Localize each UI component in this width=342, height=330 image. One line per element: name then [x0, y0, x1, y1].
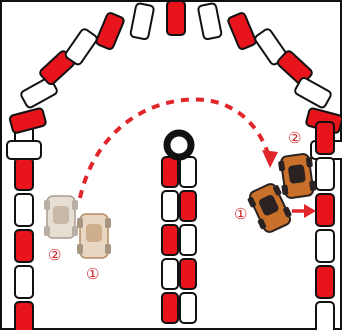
label-right-front: ① [234, 205, 247, 223]
barrier-right-21 [316, 122, 334, 154]
tire-icon [167, 133, 191, 157]
barrier-left-1 [15, 266, 33, 298]
barrier-center-a-33 [162, 259, 178, 289]
barrier-left-0 [15, 302, 33, 330]
barrier-arc-18 [294, 77, 332, 109]
barrier-arc-15 [227, 12, 257, 50]
barrier-arc-12 [130, 3, 154, 40]
barrier-arc-13 [167, 1, 185, 35]
label-left-rear: ② [48, 246, 61, 264]
barrier-arc-10 [64, 28, 98, 66]
barrier-right-22 [316, 158, 334, 190]
barrier-center-b-28 [180, 157, 196, 187]
barrier-center-b-32 [180, 225, 196, 255]
label-right-rear: ② [288, 129, 301, 147]
kart-icon-right-rear [277, 153, 317, 199]
barrier-left-2 [15, 230, 33, 262]
barrier-arc-14 [198, 3, 222, 40]
barrier-center-a-27 [162, 157, 178, 187]
kart-icon-left-rear [44, 196, 78, 238]
barrier-left-3 [15, 194, 33, 226]
barrier-arc-7 [9, 108, 46, 134]
direction-arrow-icon [292, 204, 316, 218]
barrier-arc-6 [7, 141, 41, 159]
barrier-right-24 [316, 230, 334, 262]
barrier-center-a-31 [162, 225, 178, 255]
barrier-center-b-30 [180, 191, 196, 221]
label-left-front: ① [86, 265, 99, 283]
barrier-center-b-34 [180, 259, 196, 289]
trajectory-arrowhead-icon [262, 150, 278, 168]
kart-icon-left-front [77, 214, 111, 258]
barrier-right-23 [316, 194, 334, 226]
barrier-center-b-36 [180, 293, 196, 323]
barrier-arc-11 [95, 12, 125, 50]
barrier-center-a-35 [162, 293, 178, 323]
barrier-right-25 [316, 266, 334, 298]
barrier-left-4 [15, 158, 33, 190]
barrier-right-26 [316, 302, 334, 330]
barrier-center-a-29 [162, 191, 178, 221]
